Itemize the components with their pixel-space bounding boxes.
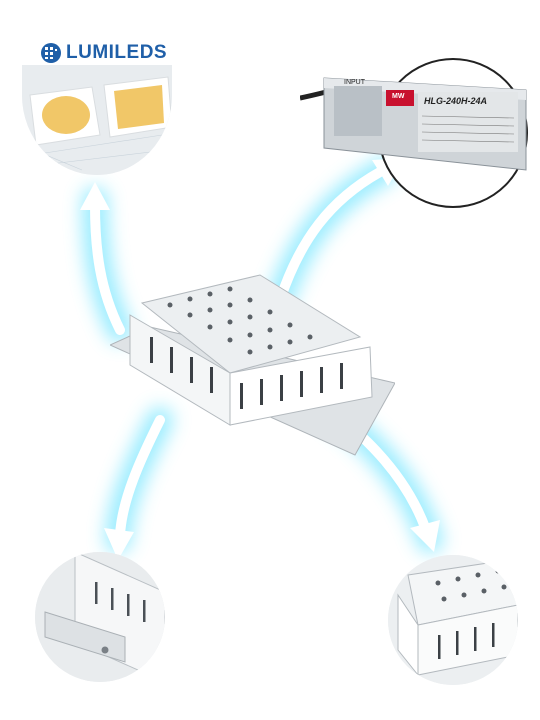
- arrow-to-bracket: [115, 415, 165, 540]
- brand-name: LUMILEDS: [66, 42, 168, 63]
- fixture-illustration: [110, 274, 395, 456]
- arrow-to-driver: [275, 167, 385, 305]
- driver-illustration: [300, 77, 527, 171]
- lumileds-mark-icon: [41, 43, 61, 63]
- driver-unit: INPUT MW HLG-240H-24A: [300, 70, 530, 180]
- canopy-light-fixture: [110, 265, 395, 460]
- arrow-to-led: [90, 200, 125, 335]
- driver-model-label: HLG-240H-24A: [424, 96, 488, 106]
- bracket-detail-circle: [35, 552, 165, 682]
- led-chips-illustration: [22, 65, 172, 175]
- side-view-illustration: [388, 555, 518, 685]
- driver-brand-logo: MW: [392, 93, 405, 100]
- side-view-circle: [388, 555, 518, 685]
- bracket-illustration: [35, 552, 165, 682]
- driver-input-label: INPUT: [344, 79, 365, 86]
- brand-logo: LUMILEDS: [40, 42, 167, 64]
